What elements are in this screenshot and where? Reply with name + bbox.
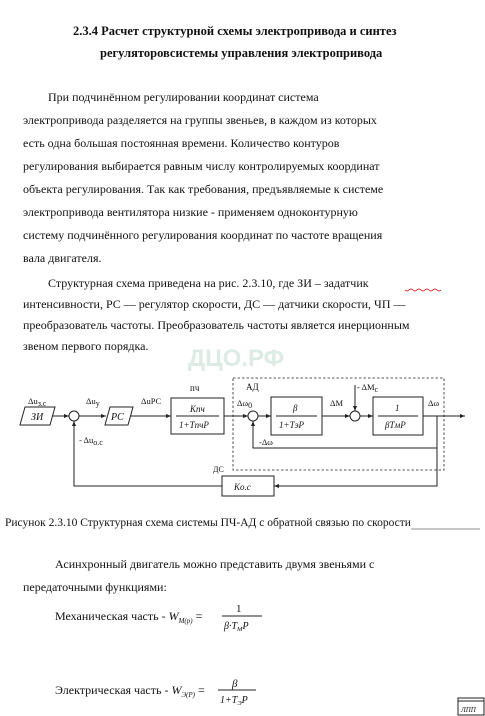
corner-stamp: ЛПП — [457, 697, 485, 716]
sig-duy: Δuу — [86, 396, 100, 408]
zi-block — [19, 406, 56, 426]
sig-dm: ΔM — [330, 398, 343, 408]
sum-junction-2 — [247, 410, 259, 422]
sig-mdw: -Δω — [259, 437, 273, 447]
para1-line: электропривода разделяется на группы зве… — [23, 113, 377, 127]
figure-caption: Рисунок 2.3.10 Структурная схема системы… — [5, 517, 411, 529]
watermark: ДЦО.РФ — [188, 345, 284, 372]
tm-num: 1 — [395, 403, 400, 413]
para1-line: При подчинённом регулировании координат … — [48, 90, 319, 104]
formula2-den: 1+TЭP — [220, 695, 248, 707]
pch-num: Kпч — [189, 404, 205, 414]
te-den: 1+TэP — [279, 420, 305, 430]
paragraph-2: Структурная схема приведена на рис. 2.3.… — [23, 276, 442, 353]
para1-line: систему подчинённого регулирования коорд… — [23, 228, 383, 242]
signal-labels: Δuз.с Δuу ΔuPC Δω0 ΔM - ΔMс Δω -Δω - Δuо… — [28, 382, 439, 447]
sig-dmc: - ΔMс — [357, 382, 379, 394]
pch-label: пч — [190, 383, 200, 393]
para2-line: Структурная схема приведена на рис. 2.3.… — [48, 276, 369, 290]
formula1-num: 1 — [236, 603, 242, 615]
te-num: β — [292, 403, 298, 413]
para2-line: преобразователь частоты. Преобразователь… — [23, 318, 410, 332]
para1-line: объекта регулирования. Так как требовани… — [23, 182, 383, 196]
paragraph-3: Асинхронный двигатель можно представить … — [23, 557, 374, 594]
koc-label: Ko.c — [233, 482, 251, 492]
formula2-num: β — [231, 678, 238, 690]
rs-block — [104, 406, 134, 426]
formula2-label: Электрическая часть - WЭ(P) = — [55, 683, 205, 699]
heading-line2: регуляторовсистемы управления электропри… — [100, 46, 383, 60]
paragraph-1: При подчинённом регулировании координат … — [23, 90, 383, 265]
tm-den: βTмP — [384, 420, 406, 430]
para2-line: звеном первого порядка. — [23, 339, 148, 353]
formula-electrical: Электрическая часть - WЭ(P) = β 1+TЭP — [55, 678, 256, 707]
para3-line: Асинхронный двигатель можно представить … — [55, 557, 374, 571]
sig-duoc: - Δuо.с — [79, 435, 103, 447]
ad-region — [232, 377, 445, 471]
heading-line1: 2.3.4 Расчет структурной схемы электропр… — [73, 24, 397, 38]
para1-line: вала двигателя. — [23, 251, 101, 265]
sig-dw: Δω — [428, 398, 439, 408]
para1-line: электропривода вентилятора низкие - прим… — [23, 205, 358, 219]
sig-dw0: Δω0 — [237, 398, 252, 410]
sum-junction-1 — [68, 410, 80, 422]
formula-mechanical: Механическая часть - WM(p) = 1 β·TMP — [55, 603, 262, 633]
signal-lines — [52, 385, 465, 488]
ad-label: АД — [246, 382, 259, 392]
para3-line: передаточными функциями: — [23, 580, 167, 594]
zi-label: ЗИ — [31, 412, 44, 423]
formula1-den: β·TMP — [223, 621, 249, 633]
sum-junction-3 — [349, 410, 361, 422]
corner-text: ЛПП — [460, 706, 477, 714]
sig-du3: Δuз.с — [28, 396, 47, 408]
block-diagram: АД ЗИ РС Kпч 1+TпчP пч β 1+TэP 1 βTмP Ko… — [19, 377, 465, 497]
formula1-label: Механическая часть - WM(p) = — [55, 609, 203, 625]
sig-durs: ΔuPC — [141, 396, 161, 406]
para1-line: есть одна большая постоянная времени. Ко… — [23, 136, 340, 150]
spellcheck-underline — [404, 288, 442, 292]
para1-line: регулирования выбирается равным числу ко… — [23, 159, 380, 173]
para2-line: интенсивности, РС — регулятор скорости, … — [23, 297, 407, 311]
rs-label: РС — [110, 412, 124, 423]
pch-den: 1+TпчP — [179, 420, 209, 430]
ds-label: ДС — [213, 465, 224, 474]
